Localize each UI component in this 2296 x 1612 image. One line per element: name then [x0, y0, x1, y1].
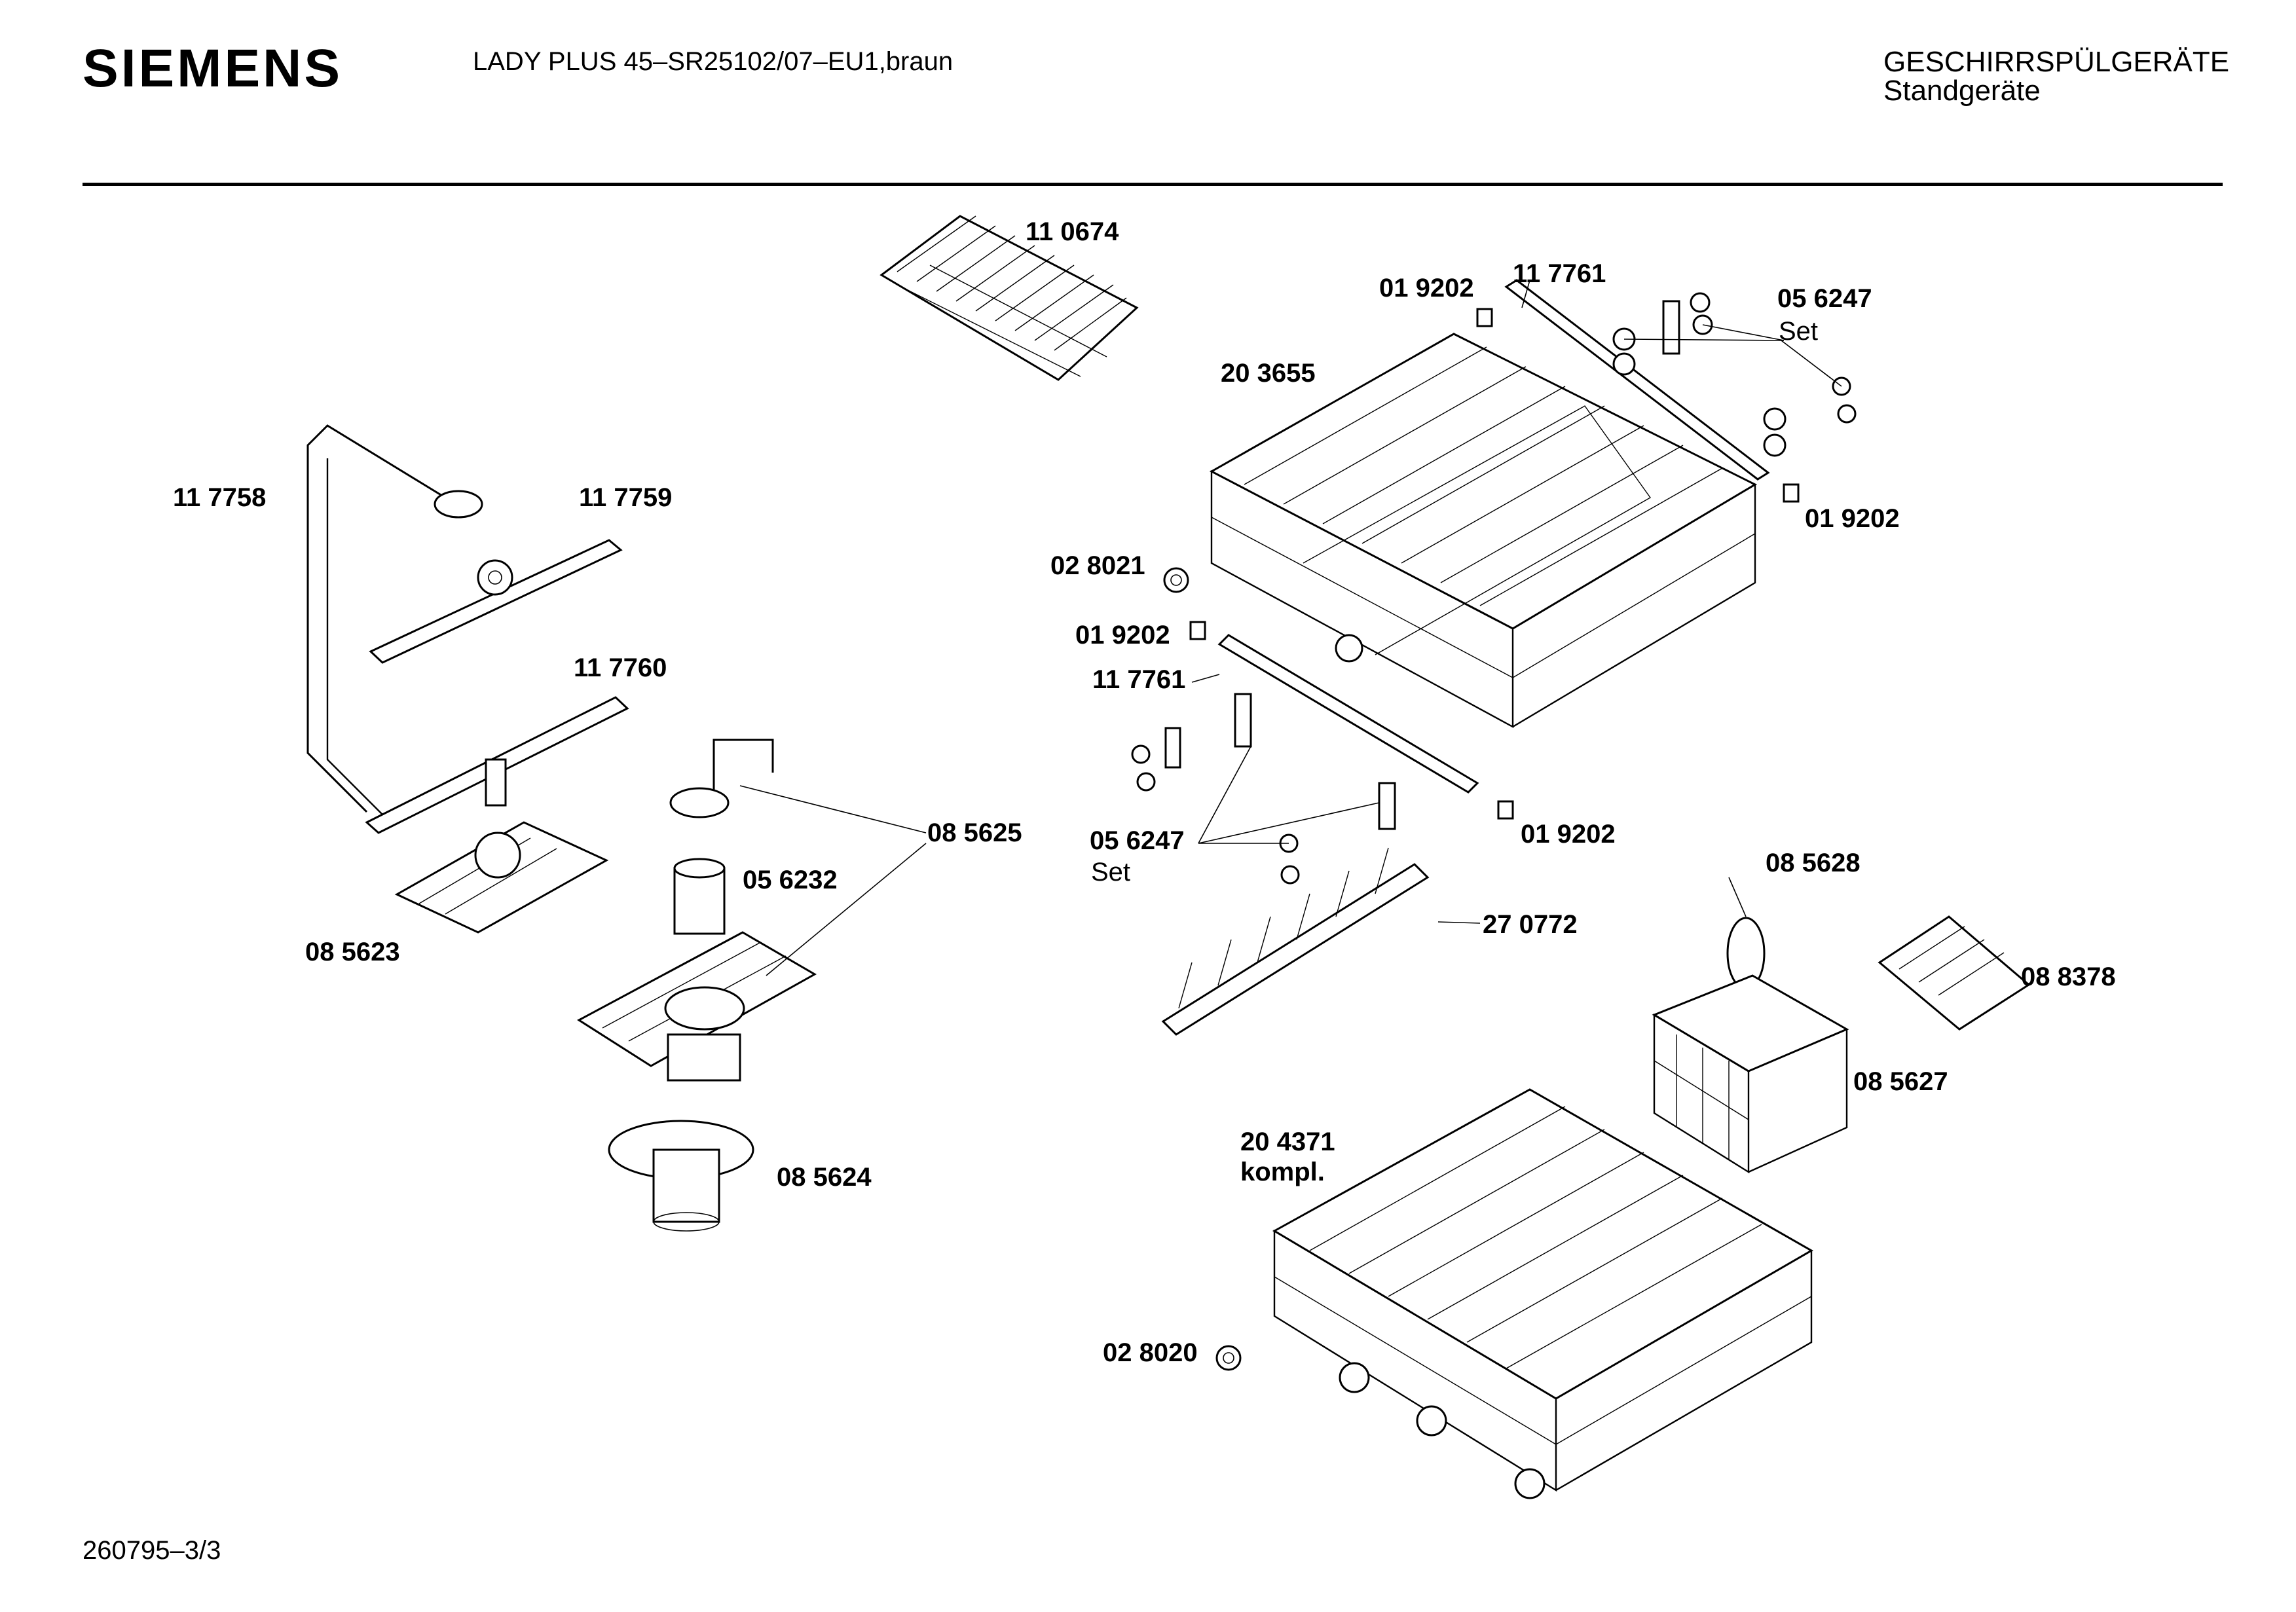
- label-set-top: Set: [1779, 317, 1819, 346]
- lower-spray-arm-part: [365, 696, 629, 834]
- upper-basket-part: [1209, 333, 1758, 729]
- lower-basket-part: [1272, 1088, 1814, 1499]
- label-117761-top: 11 7761: [1513, 259, 1606, 288]
- label-028020: 02 8020: [1103, 1338, 1198, 1367]
- label-085624: 08 5624: [777, 1163, 872, 1192]
- cutlery-grid-part: [880, 215, 1139, 381]
- label-085627: 08 5627: [1853, 1067, 1948, 1096]
- label-056247-top: 05 6247: [1777, 284, 1872, 313]
- appliance-subcategory: Standgeräte: [1883, 75, 2041, 107]
- micro-filter-part: [673, 858, 726, 935]
- label-204371: 20 4371: [1240, 1127, 1335, 1156]
- label-kompl: kompl.: [1240, 1158, 1325, 1186]
- label-056247-mid: 05 6247: [1090, 826, 1185, 855]
- coarse-filter-part: [608, 1120, 754, 1232]
- wheel-part-lower: [1215, 1345, 1242, 1371]
- drain-tube-part: [669, 739, 774, 818]
- header-divider: [83, 183, 2223, 186]
- label-019202-right: 01 9202: [1805, 504, 1900, 533]
- label-117758: 11 7758: [173, 483, 267, 512]
- label-117761-mid: 11 7761: [1092, 665, 1186, 694]
- label-set-mid: Set: [1091, 858, 1131, 887]
- filter-holder-part: [394, 821, 609, 934]
- roller-set-parts: [1131, 292, 1857, 885]
- cutlery-basket-part: [1652, 917, 1849, 1174]
- label-019202-left: 01 9202: [1075, 621, 1170, 650]
- label-203655: 20 3655: [1221, 359, 1316, 388]
- label-085623: 08 5623: [305, 938, 400, 966]
- siemens-logo: SIEMENS: [83, 39, 343, 98]
- document-code: 260795–3/3: [83, 1536, 221, 1565]
- label-110674: 11 0674: [1026, 217, 1119, 246]
- knife-rack-part: [1161, 847, 1430, 1036]
- label-117759: 11 7759: [579, 483, 673, 512]
- leader-lines: [739, 280, 1842, 976]
- label-056232: 05 6232: [743, 866, 838, 894]
- basket-rail-part: [1217, 279, 1770, 794]
- label-028021: 02 8021: [1050, 551, 1145, 580]
- label-117760: 11 7760: [574, 653, 667, 682]
- upper-spray-arm-part: [369, 539, 623, 664]
- label-019202-top: 01 9202: [1379, 274, 1474, 302]
- wheel-part-upper: [1163, 567, 1189, 593]
- label-088378: 08 8378: [2021, 962, 2116, 991]
- label-085628: 08 5628: [1766, 849, 1861, 877]
- rail-clip-parts: [1189, 308, 1800, 820]
- label-085625: 08 5625: [927, 818, 1022, 847]
- model-designation: LADY PLUS 45–SR25102/07–EU1,braun: [473, 47, 954, 76]
- label-019202-bottom: 01 9202: [1521, 820, 1616, 849]
- label-270772: 27 0772: [1483, 910, 1578, 939]
- spray-pipe-part: [306, 424, 483, 819]
- cutlery-insert-part: [1878, 915, 2031, 1031]
- flat-sieve-part: [577, 931, 817, 1082]
- appliance-category: GESCHIRRSPÜLGERÄTE: [1883, 46, 2230, 78]
